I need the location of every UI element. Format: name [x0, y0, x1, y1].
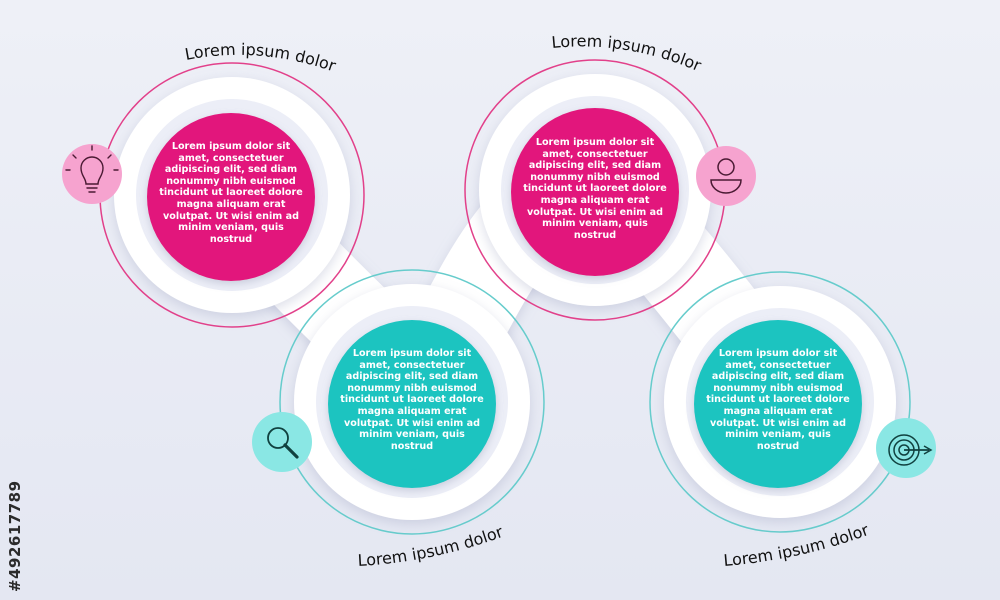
step-2-heading: Lorem ipsum dolor	[357, 522, 506, 570]
step-3-body: Lorem ipsum dolor sit amet, consectetuer…	[523, 137, 667, 241]
disc-step-3	[511, 108, 679, 276]
step-4-body: Lorem ipsum dolor sit amet, consectetuer…	[706, 348, 850, 452]
step-1-heading: Lorem ipsum dolor	[183, 40, 338, 76]
step-2-body: Lorem ipsum dolor sit amet, consectetuer…	[340, 348, 484, 452]
stock-id-label: #492617789	[6, 480, 24, 592]
step-1-body: Lorem ipsum dolor sit amet, consectetuer…	[159, 141, 303, 245]
lightbulb-icon	[62, 144, 122, 204]
ring-step-2	[279, 269, 545, 535]
ring-step-4	[649, 271, 911, 533]
disc-step-4	[694, 320, 862, 488]
disc-step-2	[328, 320, 496, 488]
disc-step-1	[147, 113, 315, 281]
target-icon	[876, 418, 936, 478]
step-3-heading: Lorem ipsum dolor	[551, 31, 705, 75]
magnifier-icon	[252, 412, 312, 472]
user-icon	[696, 146, 756, 206]
